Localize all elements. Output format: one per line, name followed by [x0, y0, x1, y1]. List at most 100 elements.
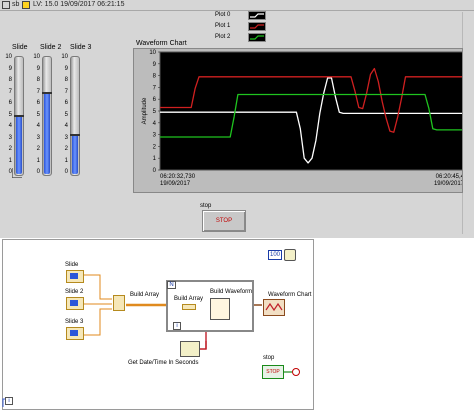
- clock-icon[interactable]: [180, 341, 200, 357]
- y-tick-label: 9: [153, 62, 157, 68]
- menu-glyph: sb: [12, 1, 20, 8]
- slider-thumb[interactable]: [14, 115, 24, 117]
- slider-tick-label: 2: [8, 146, 12, 152]
- build-array-inner-node[interactable]: [182, 304, 196, 310]
- slider-tick-label: 6: [36, 100, 40, 106]
- slider-thumb[interactable]: [42, 91, 52, 94]
- slider-tick-label: 10: [61, 54, 68, 60]
- terminal-slide[interactable]: [66, 270, 84, 283]
- slider-thumb[interactable]: [70, 133, 80, 136]
- slider-tick-label: 3: [36, 134, 40, 141]
- slider-tick-label: 0: [36, 169, 40, 175]
- wait-ms-icon[interactable]: [284, 249, 296, 261]
- front-panel: sb LV: 15.0 19/09/2017 06:21:15 Slide Sl…: [0, 0, 474, 238]
- slider-tick-label: 2: [36, 146, 40, 152]
- waveform-chart-terminal[interactable]: [263, 299, 285, 316]
- legend-label: Plot 1: [215, 23, 231, 29]
- version-text: LV: 15.0 19/09/2017 06:21:15: [33, 1, 125, 8]
- arrow-icon[interactable]: [2, 1, 10, 9]
- y-tick-label: 7: [153, 85, 157, 91]
- legend-label: Plot 2: [215, 34, 231, 40]
- legend-item-plot-2[interactable]: Plot 2: [213, 32, 269, 43]
- y-tick-label: 0: [153, 168, 157, 174]
- slider-tick-label: 9: [36, 65, 40, 72]
- terminal-label-slide-3: Slide 3: [65, 319, 84, 325]
- build-waveform-node[interactable]: [210, 298, 230, 320]
- slider-tick-label: 6: [8, 100, 12, 106]
- loop-condition-icon[interactable]: [292, 368, 300, 376]
- slider-tick-label: 7: [64, 88, 68, 95]
- terminal-slide-3[interactable]: [66, 327, 84, 340]
- legend-item-plot-0[interactable]: Plot 0: [213, 10, 269, 21]
- slider-label-slide-3: Slide 3: [70, 44, 92, 51]
- loop-count-terminal[interactable]: N: [167, 281, 176, 289]
- plot-area: [159, 51, 462, 171]
- y-tick-label: 3: [153, 133, 157, 139]
- build-array-node[interactable]: [113, 295, 125, 311]
- chart-title: Waveform Chart: [136, 40, 187, 47]
- stop-button[interactable]: STOP: [202, 210, 246, 232]
- build-waveform-label: Build Waveform: [210, 289, 253, 295]
- vi-icon: [22, 1, 30, 9]
- y-tick-label: 1: [153, 156, 157, 162]
- series-line-plot-2: [160, 93, 462, 138]
- y-axis-label: Amplitude: [142, 97, 148, 124]
- slider-slide[interactable]: [14, 56, 24, 176]
- slider-tick-label: 10: [33, 54, 40, 60]
- slider-tick-label: 10: [5, 54, 12, 60]
- slider-tick-label: 2: [64, 146, 68, 152]
- slider-tick-label: 4: [64, 123, 68, 129]
- get-date-time-label: Get Date/Time In Seconds: [128, 360, 199, 366]
- slider-tick-label: 8: [64, 77, 68, 83]
- header-divider: [0, 10, 474, 11]
- x-start-time: 06:20:32,730: [160, 174, 196, 180]
- slider-tick-label: 5: [8, 111, 12, 118]
- slider-tick-label: 3: [64, 134, 68, 141]
- slider-label-slide-2: Slide 2: [40, 44, 62, 51]
- slider-tick-label: 7: [8, 88, 12, 95]
- slider-tick-label: 1: [8, 157, 12, 164]
- slider-tick-label: 4: [36, 123, 40, 129]
- block-diagram: [2, 239, 314, 410]
- y-tick-label: 8: [153, 74, 157, 80]
- terminal-label-slide: Slide: [65, 262, 79, 268]
- slider-tick-label: 8: [8, 77, 12, 83]
- vertical-scrollbar[interactable]: [462, 12, 472, 234]
- legend-swatch: [248, 11, 266, 20]
- legend-swatch: [248, 33, 266, 42]
- wait-constant[interactable]: 100: [268, 250, 282, 260]
- terminal-slide-2[interactable]: [66, 297, 84, 310]
- series-line-plot-1: [160, 67, 462, 133]
- waveform-chart-terminal-label: Waveform Chart: [268, 292, 312, 298]
- legend-label: Plot 0: [215, 12, 231, 18]
- slider-tick-label: 1: [36, 157, 40, 164]
- y-tick-label: 4: [153, 121, 157, 127]
- loop-iteration-terminal: i: [173, 322, 181, 330]
- slider-tick-label: 8: [36, 77, 40, 83]
- series-line-plot-0: [160, 77, 462, 164]
- slider-tick-label: 5: [36, 111, 40, 118]
- slider-slide-2[interactable]: [42, 56, 52, 176]
- slider-tick-label: 4: [8, 123, 12, 129]
- stop-terminal[interactable]: STOP: [262, 365, 284, 379]
- slider-fill: [44, 92, 50, 174]
- y-tick-label: 5: [153, 109, 157, 115]
- stop-terminal-label: stop: [263, 355, 275, 361]
- slider-slide-3[interactable]: [70, 56, 80, 176]
- slider-tick-label: 1: [64, 157, 68, 164]
- x-end-date: 19/09/2017: [434, 181, 462, 187]
- x-start-date: 19/09/2017: [160, 181, 191, 187]
- slider-tick-label: 3: [8, 134, 12, 141]
- terminal-label-slide-2: Slide 2: [65, 289, 84, 295]
- legend-item-plot-1[interactable]: Plot 1: [213, 21, 269, 32]
- slider-tick-label: 0: [8, 169, 12, 175]
- diagram-wires: [2, 274, 292, 407]
- stop-caption: stop: [200, 203, 212, 209]
- slider-tick-label: 9: [64, 65, 68, 72]
- plot-legend[interactable]: Plot 0 Plot 1 Plot 2: [213, 10, 269, 43]
- slider-tick-label: 9: [8, 65, 12, 72]
- waveform-chart[interactable]: 109876543210Amplitude06:20:32,73019/09/2…: [134, 49, 462, 192]
- slider-tick-label: 6: [64, 100, 68, 106]
